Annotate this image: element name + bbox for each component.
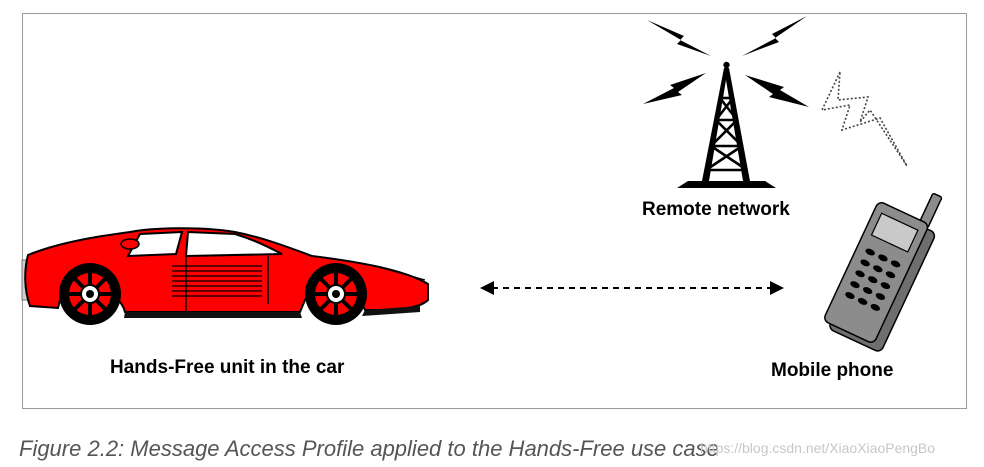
watermark: https://blog.csdn.net/XiaoXiaoPengBo (700, 440, 936, 456)
mobile-phone-label: Mobile phone (771, 360, 894, 381)
lightning-bolt-icon (643, 16, 809, 107)
remote-network-label: Remote network (642, 199, 790, 220)
figure-caption: Figure 2.2: Message Access Profile appli… (19, 436, 719, 461)
radio-tower-icon (677, 61, 776, 188)
double-arrow-icon (480, 281, 784, 295)
sports-car-icon (21, 227, 429, 325)
mobile-phone-icon (824, 192, 943, 352)
dotted-signal-icon (820, 71, 908, 167)
hands-free-unit-label: Hands-Free unit in the car (110, 357, 345, 378)
figure-frame (22, 13, 967, 409)
